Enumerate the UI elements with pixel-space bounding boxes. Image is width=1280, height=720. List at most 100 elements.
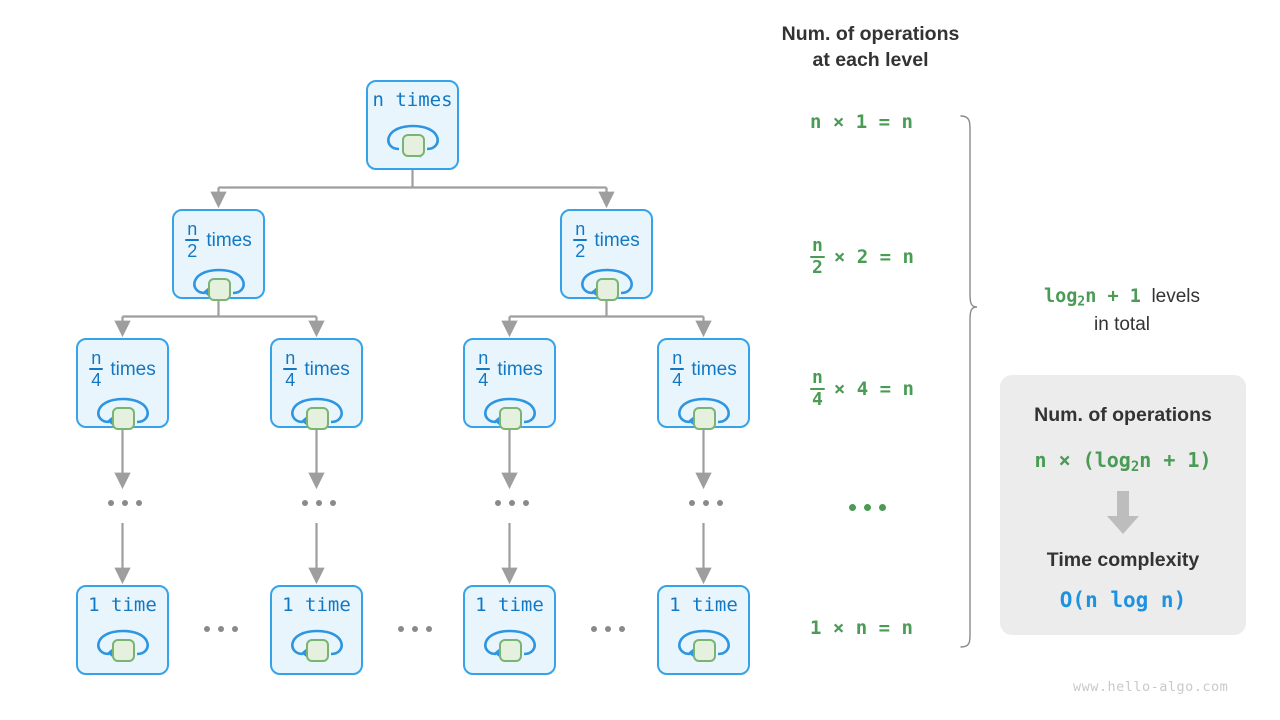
node-label-text: times (206, 229, 252, 251)
ops-heading-line1: Num. of operations (781, 23, 960, 45)
fraction-bar (476, 368, 491, 371)
self-loop-icon (96, 629, 149, 662)
levels-brace (960, 115, 978, 648)
tree-node-level3-1[interactable]: n 4 times (76, 338, 169, 431)
tree-node-leaf-4[interactable]: 1 time (657, 585, 750, 675)
fraction: n 4 (476, 349, 491, 391)
ellipsis-between-leaves-2 (398, 626, 432, 632)
node-label-text: times (497, 358, 543, 380)
equation-level-1: n × 1 = n (810, 113, 913, 132)
node-label: n 2 times (573, 219, 640, 260)
self-loop-icon (192, 268, 245, 302)
fraction-bar (810, 388, 825, 391)
down-arrow-icon (1107, 491, 1139, 535)
panel-ops-formula: n × (log2n + 1) (1034, 450, 1211, 474)
ellipsis-vertical-2 (302, 500, 336, 506)
tree-node-level2-right[interactable]: n 2 times (560, 209, 653, 302)
equation-level-2: n 2 × 2 = n (810, 235, 914, 279)
tree-node-leaf-1[interactable]: 1 time (76, 585, 169, 675)
panel-ops-formula-a: n × (log (1034, 447, 1131, 472)
fraction-numerator: n (812, 367, 823, 388)
loop-glyph-wrap (562, 260, 651, 306)
node-label: n times (372, 89, 453, 111)
fraction-denominator: 4 (91, 370, 102, 391)
tree-node-root[interactable]: n times (366, 80, 459, 170)
fraction-denominator: 4 (478, 370, 489, 391)
fraction-numerator: n (575, 219, 586, 239)
tree-node-level3-3[interactable]: n 4 times (463, 338, 556, 431)
node-label: n 4 times (670, 349, 737, 391)
node-label: n 4 times (89, 349, 156, 391)
self-loop-icon (483, 629, 536, 662)
fraction-numerator: n (812, 235, 823, 256)
loop-glyph-wrap (465, 389, 554, 435)
self-loop-icon (386, 124, 439, 158)
node-label: 1 time (282, 594, 351, 616)
ellipsis-equations (849, 504, 886, 511)
loop-glyph-wrap (78, 615, 167, 673)
levels-total-note: log2n + 1 levels in total (1000, 284, 1244, 338)
tree-node-leaf-3[interactable]: 1 time (463, 585, 556, 675)
self-loop-icon (483, 397, 536, 431)
self-loop-icon (96, 397, 149, 431)
levels-word: levels (1151, 286, 1201, 307)
node-label-text: times (691, 358, 737, 380)
fraction-bar (283, 368, 298, 371)
panel-ops-formula-b: n + 1) (1139, 447, 1212, 472)
node-label: n 4 times (283, 348, 350, 391)
levels-line1: log2n + 1 levels (1000, 284, 1244, 312)
tree-node-level3-2[interactable]: n 4 times (270, 338, 363, 431)
self-loop-icon (677, 397, 730, 431)
loop-glyph-wrap (659, 615, 748, 673)
fraction: n 4 (89, 349, 104, 391)
self-loop-icon (677, 629, 730, 662)
fraction-bar (185, 239, 200, 242)
panel-ops-title: Num. of operations (1034, 404, 1212, 426)
fraction-denominator: 2 (187, 241, 198, 262)
levels-formula-tail: n + 1 (1085, 286, 1141, 307)
fraction-bar (810, 256, 825, 259)
levels-formula-log: log (1043, 286, 1078, 307)
equation-text: 1 × n = n (810, 617, 913, 639)
fraction-denominator: 2 (812, 257, 823, 279)
fraction: n 2 (810, 235, 825, 279)
ellipsis-vertical-1 (108, 500, 142, 506)
equation-level-last: 1 × n = n (810, 619, 913, 638)
ops-column-heading: Num. of operations at each level (748, 22, 993, 73)
loop-glyph-wrap (465, 615, 554, 673)
node-label: 1 time (669, 594, 738, 616)
node-label: 1 time (88, 594, 157, 616)
loop-glyph-wrap (78, 389, 167, 435)
tree-node-leaf-2[interactable]: 1 time (270, 585, 363, 675)
fraction: n 4 (670, 349, 685, 391)
ops-heading-line2: at each level (812, 48, 929, 71)
tree-node-level2-left[interactable]: n 2 times (172, 209, 265, 302)
self-loop-icon (580, 268, 633, 302)
loop-glyph-wrap (272, 389, 361, 435)
self-loop-icon (290, 397, 343, 431)
fraction-numerator: n (187, 219, 198, 239)
ellipsis-vertical-4 (689, 500, 723, 506)
fraction-denominator: 4 (812, 389, 823, 411)
loop-glyph-wrap (659, 389, 748, 435)
levels-formula: log2n + 1 (1043, 286, 1141, 310)
equation-level-3: n 4 × 4 = n (810, 367, 914, 411)
node-label-text: times (110, 358, 156, 380)
ellipsis-between-leaves-1 (204, 626, 238, 632)
summary-panel: Num. of operations n × (log2n + 1) Time … (1000, 375, 1246, 635)
loop-glyph-wrap (368, 110, 457, 168)
equation-text: n × 1 = n (810, 111, 913, 133)
self-loop-icon (290, 629, 343, 662)
equation-text: × 4 = n (833, 377, 914, 400)
fraction-numerator: n (285, 348, 296, 368)
fraction-denominator: 4 (285, 370, 296, 391)
node-label-text: times (304, 358, 350, 380)
node-label: n 2 times (185, 219, 252, 262)
tree-node-level3-4[interactable]: n 4 times (657, 338, 750, 431)
fraction-denominator: 4 (672, 370, 683, 391)
panel-ops-formula-base: 2 (1130, 458, 1140, 475)
node-label: 1 time (475, 594, 544, 616)
loop-glyph-wrap (272, 615, 361, 673)
equation-text: × 2 = n (833, 245, 914, 268)
